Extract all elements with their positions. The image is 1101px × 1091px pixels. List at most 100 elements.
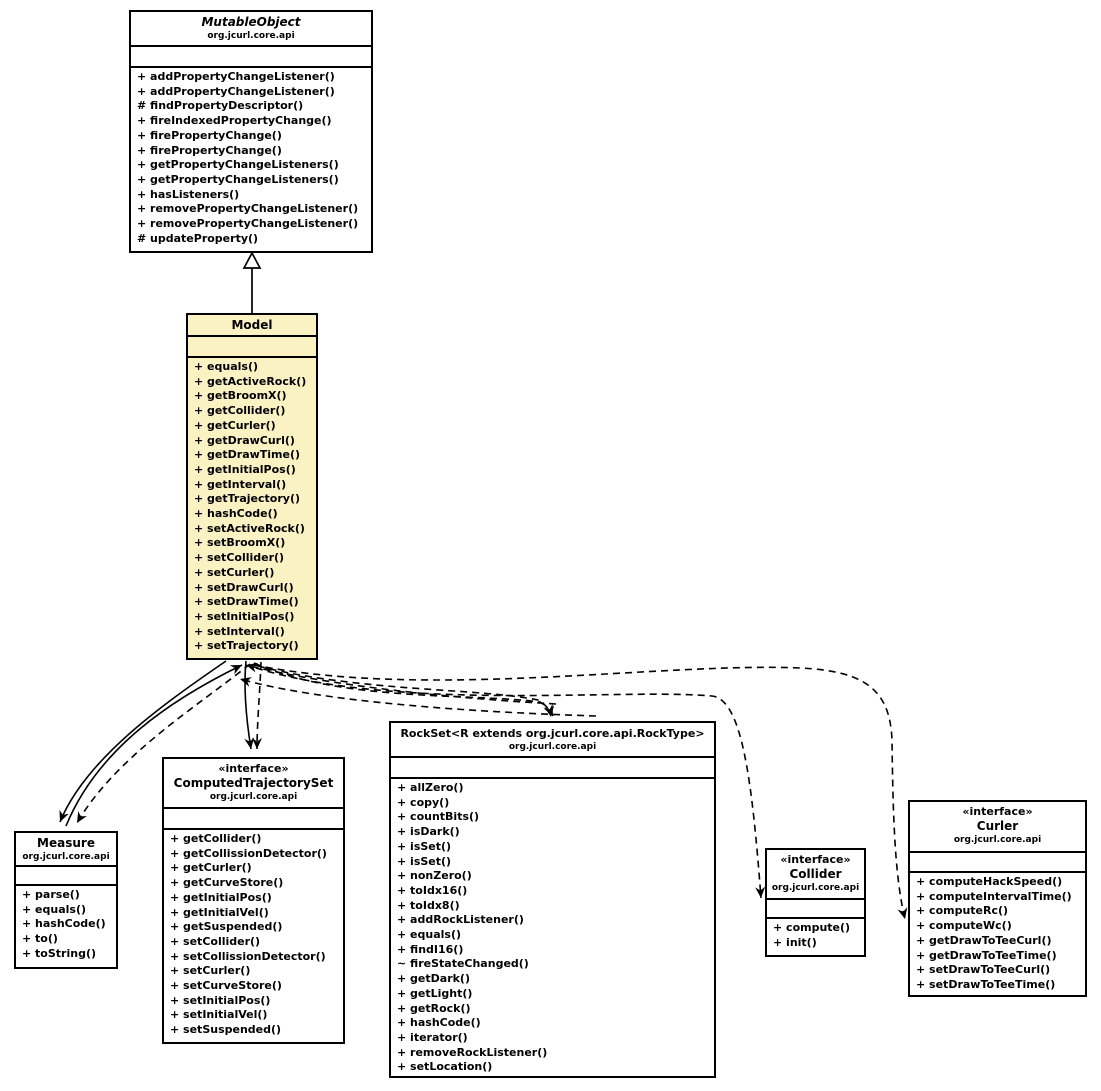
method-item: + firePropertyChange() xyxy=(137,143,282,157)
method-item: + getRock() xyxy=(397,1001,471,1015)
method-item: + findI16() xyxy=(397,942,464,956)
method-item: + getCollider() xyxy=(194,404,286,418)
method-item: + hashCode() xyxy=(22,917,106,931)
method-item: + allZero() xyxy=(397,781,464,794)
method-item: + firePropertyChange() xyxy=(137,128,282,142)
association-model-computedtrajectoryset xyxy=(244,660,255,750)
attributes-compartment xyxy=(910,853,1085,873)
dependency-model-measure xyxy=(76,663,251,824)
method-item: + setCurler() xyxy=(194,565,275,579)
class-header: MutableObject org.jcurl.core.api xyxy=(131,12,371,47)
package-label: org.jcurl.core.api xyxy=(508,742,597,752)
method-item: + getCollissionDetector() xyxy=(170,846,327,860)
package-label: org.jcurl.core.api xyxy=(209,792,298,802)
class-title: Measure xyxy=(37,836,95,850)
method-item: + addPropertyChangeListener() xyxy=(137,84,335,98)
method-item: + isSet() xyxy=(397,839,452,853)
interface-collider[interactable]: «interface» Collider org.jcurl.core.api … xyxy=(765,848,866,957)
methods-compartment: + addPropertyChangeListener()+ addProper… xyxy=(131,68,371,251)
method-item: + removePropertyChangeListener() xyxy=(137,217,359,231)
package-label: org.jcurl.core.api xyxy=(771,883,860,893)
method-item: + setCurler() xyxy=(170,964,251,978)
attributes-compartment xyxy=(16,867,116,886)
method-item: + computeIntervalTime() xyxy=(916,889,1072,903)
method-item: + getCollider() xyxy=(170,832,262,845)
method-item: # updateProperty() xyxy=(137,231,259,245)
dependency-to-model xyxy=(239,677,597,717)
method-item: + equals() xyxy=(22,902,87,916)
method-item: + getLight() xyxy=(397,986,473,1000)
method-item: + setCollider() xyxy=(170,934,261,948)
attributes-compartment xyxy=(188,337,316,358)
method-item: + copy() xyxy=(397,795,450,809)
method-item: + setCollider() xyxy=(194,551,285,565)
methods-compartment: + parse()+ equals()+ hashCode()+ to()+ t… xyxy=(16,886,116,967)
class-header: «interface» ComputedTrajectorySet org.jc… xyxy=(164,759,343,809)
class-header: Measure org.jcurl.core.api xyxy=(16,833,116,867)
method-item: + setInterval() xyxy=(194,624,285,638)
method-item: + getCurveStore() xyxy=(170,876,284,890)
method-item: + setCurveStore() xyxy=(170,979,282,993)
methods-compartment: + allZero()+ copy()+ countBits()+ isDark… xyxy=(391,779,714,1076)
class-measure[interactable]: Measure org.jcurl.core.api + parse()+ eq… xyxy=(14,831,118,969)
method-item: + setBroomX() xyxy=(194,536,286,550)
class-header: «interface» Curler org.jcurl.core.api xyxy=(910,802,1085,853)
stereotype-label: «interface» xyxy=(962,805,1033,818)
association-measure-model xyxy=(65,664,243,827)
method-item: + getPropertyChangeListeners() xyxy=(137,158,339,172)
interface-curler[interactable]: «interface» Curler org.jcurl.core.api + … xyxy=(908,800,1087,997)
method-item: + getDrawToTeeTime() xyxy=(916,948,1057,962)
association-model-measure-1 xyxy=(59,660,227,823)
method-item: + setTrajectory() xyxy=(194,639,299,653)
attributes-compartment xyxy=(164,809,343,830)
methods-compartment: + compute()+ init() xyxy=(767,919,864,955)
method-item: + removeRockListener() xyxy=(397,1045,548,1059)
method-item: + getCurler() xyxy=(194,418,276,432)
class-mutableobject[interactable]: MutableObject org.jcurl.core.api + addPr… xyxy=(129,10,373,253)
method-item: + hashCode() xyxy=(397,1016,481,1030)
stereotype-label: «interface» xyxy=(218,762,289,775)
class-title: Model xyxy=(231,318,273,332)
stereotype-label: «interface» xyxy=(780,853,851,866)
method-item: + getInitialPos() xyxy=(194,462,296,476)
dependency-model-collider xyxy=(255,667,766,899)
method-item: + computeRc() xyxy=(916,904,1009,918)
method-item: + toIdx8() xyxy=(397,898,460,912)
method-item: + isSet() xyxy=(397,854,452,868)
method-item: + removePropertyChangeListener() xyxy=(137,202,359,216)
method-item: + setDrawCurl() xyxy=(194,580,294,594)
class-header: «interface» Collider org.jcurl.core.api xyxy=(767,850,864,900)
class-title: MutableObject xyxy=(201,15,301,29)
method-item: + getPropertyChangeListeners() xyxy=(137,172,339,186)
method-item: + computeWc() xyxy=(916,919,1012,933)
attributes-compartment xyxy=(131,47,371,68)
dependency-model-computedtrajectoryset xyxy=(252,661,263,750)
method-item: + setSuspended() xyxy=(170,1023,282,1037)
method-item: + addPropertyChangeListener() xyxy=(137,70,335,83)
method-item: + getSuspended() xyxy=(170,920,283,934)
method-item: + getDrawTime() xyxy=(194,448,301,462)
class-header: RockSet<R extends org.jcurl.core.api.Roc… xyxy=(391,723,714,758)
dependency-model-rockset-1 xyxy=(253,662,555,718)
methods-compartment: + equals()+ getActiveRock()+ getBroomX()… xyxy=(188,358,316,658)
class-title: ComputedTrajectorySet xyxy=(173,776,334,790)
method-item: + fireIndexedPropertyChange() xyxy=(137,114,332,128)
class-rockset[interactable]: RockSet<R extends org.jcurl.core.api.Roc… xyxy=(389,721,716,1078)
class-model[interactable]: Model + equals()+ getActiveRock()+ getBr… xyxy=(186,313,318,660)
method-item: + addRockListener() xyxy=(397,913,524,927)
package-label: org.jcurl.core.api xyxy=(207,31,295,41)
method-item: + getInitialVel() xyxy=(170,905,269,919)
method-item: + compute() xyxy=(773,921,851,934)
interface-computedtrajectoryset[interactable]: «interface» ComputedTrajectorySet org.jc… xyxy=(162,757,345,1044)
method-item: + getTrajectory() xyxy=(194,492,300,506)
method-item: + parse() xyxy=(22,888,80,901)
method-item: + setDrawTime() xyxy=(194,595,299,609)
method-item: + setActiveRock() xyxy=(194,521,305,535)
method-item: + hashCode() xyxy=(194,507,278,521)
package-label: org.jcurl.core.api xyxy=(953,835,1042,845)
method-item: + to() xyxy=(22,932,58,946)
attributes-compartment xyxy=(391,758,714,779)
methods-compartment: + getCollider()+ getCollissionDetector()… xyxy=(164,830,343,1042)
method-item: + setCollissionDetector() xyxy=(170,949,326,963)
method-item: + getCurler() xyxy=(170,861,252,875)
